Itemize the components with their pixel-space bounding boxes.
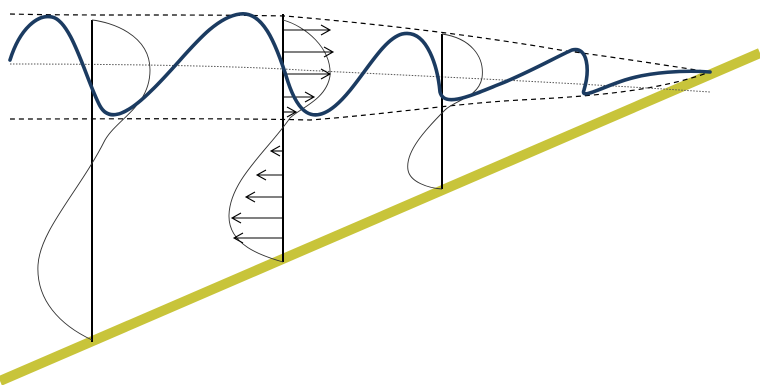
offshore-velocity-arrows (230, 145, 283, 244)
section-1-velocity-profile (37, 19, 151, 341)
section-3-velocity-profile (407, 33, 483, 190)
sloping-seabed (0, 48, 760, 385)
mean-water-level (9, 63, 711, 93)
wave-trough-envelope (9, 71, 711, 121)
wave-surface-profile (8, 12, 712, 117)
onshore-velocity-arrows (283, 24, 335, 118)
wave-crest-envelope (9, 13, 711, 73)
